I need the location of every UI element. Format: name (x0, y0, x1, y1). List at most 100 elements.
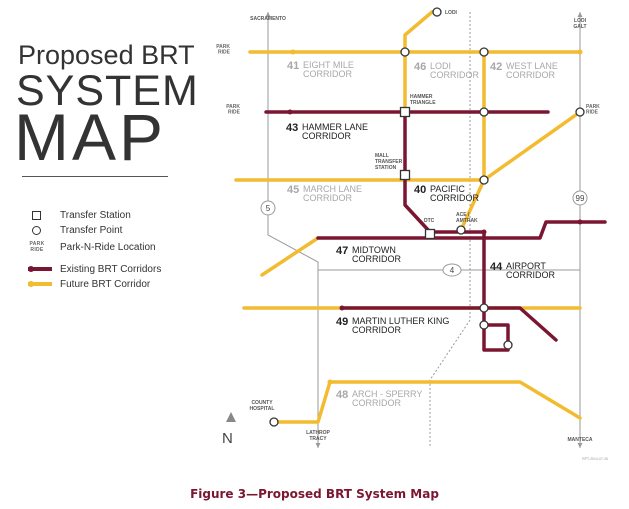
corridor-name: MARCH LANE (303, 184, 362, 194)
legend-transfer-point: Transfer Point (28, 223, 122, 237)
transfer-station-icon (32, 210, 41, 220)
transfer-point-icon (269, 417, 279, 427)
highway-shield-icon (442, 263, 462, 277)
corridor-name: PACIFIC (430, 184, 465, 194)
corridor-46-upper-line (403, 10, 434, 54)
transfer-point-icon (32, 225, 41, 235)
transfer-station-icon (399, 169, 411, 181)
direction-arrow (315, 443, 321, 448)
transfer-point-icon (432, 7, 442, 17)
corridor-name: MIDTOWN (352, 245, 396, 255)
corridor-name: MARTIN LUTHER KING (352, 316, 449, 326)
station-label: MALL (375, 153, 389, 159)
corridor-end-dot (577, 49, 583, 55)
corridor-number: 43 (286, 122, 298, 134)
legend-label: Existing BRT Corridors (60, 263, 162, 275)
corridor-number: 40 (414, 184, 426, 196)
park-ride-icon: PARK RIDE (29, 241, 45, 253)
corridor-name: HAMMER LANE (302, 122, 368, 132)
transfer-nodes: 5 4 99 (260, 7, 588, 427)
title-line-3: MAP (14, 100, 167, 174)
highway-shield-icon (572, 190, 588, 206)
highway-number: 99 (576, 194, 585, 203)
station-label: STATION (375, 165, 397, 171)
corridor-name: WEST LANE (506, 61, 558, 71)
corridor-number: 44 (490, 261, 503, 273)
place-label: HOSPITAL (250, 406, 275, 412)
corridor-44-line (482, 230, 510, 352)
corridor-end-dot (577, 219, 583, 225)
corridor-number: 41 (287, 60, 299, 72)
corridor-end-dot (339, 305, 345, 311)
station-label: TRIANGLE (410, 100, 436, 106)
figure-caption: Figure 3—Proposed BRT System Map (190, 487, 439, 501)
transfer-point-icon (456, 225, 466, 235)
highway-number: 4 (450, 266, 455, 275)
direction-arrow (577, 443, 583, 448)
corridor-number: 45 (287, 184, 299, 196)
station-label: AMTRAK (456, 218, 478, 224)
corridor-name: CORRIDOR (303, 193, 352, 203)
legend-label: Transfer Point (60, 224, 123, 236)
transfer-station-icon (424, 228, 436, 240)
title-line-1: Proposed BRT (18, 40, 195, 70)
corridor-name: CORRIDOR (430, 70, 479, 80)
corridor-name: LODI (430, 61, 451, 71)
corridor-name: ARCH - SPERRY (352, 389, 422, 399)
place-label: MANTECA (568, 437, 593, 443)
corridor-name: EIGHT MILE (303, 60, 354, 70)
corridor-end-dot (290, 49, 296, 55)
park-ride-label: PARK (216, 44, 230, 50)
legend-existing-corridor: Existing BRT Corridors (28, 262, 161, 276)
corridor-end-dot (481, 229, 487, 235)
i5-highway-line (267, 12, 319, 448)
highway-shield-icon (260, 200, 276, 216)
legend-park-ride: PARK RIDE Park-N-Ride Location (28, 240, 156, 254)
station-label: HAMMER (410, 94, 433, 100)
station-label: DTC (424, 218, 435, 224)
transfer-station-icon (399, 106, 411, 118)
corridor-name: CORRIDOR (302, 131, 351, 141)
corridor-name: CORRIDOR (352, 254, 401, 264)
park-ride-label: RIDE (218, 50, 231, 56)
corridor-number: 48 (336, 389, 348, 401)
legend-future-corridor: Future BRT Corridor (28, 277, 150, 291)
place-label: TRACY (309, 436, 327, 442)
corridor-47-line (316, 220, 607, 240)
corridor-end-dot (327, 379, 333, 385)
corridor-49-line (340, 306, 558, 342)
existing-corridor-lines (264, 109, 607, 352)
corridor-name: CORRIDOR (352, 325, 401, 335)
north-label: N (222, 430, 233, 447)
direction-arrow (265, 12, 271, 17)
corridor-name: AIRPORT (506, 261, 546, 271)
park-ride-label: PARK (226, 104, 240, 110)
corridor-name: CORRIDOR (506, 70, 555, 80)
transfer-point-icon (479, 107, 489, 117)
corridor-name: CORRIDOR (352, 398, 401, 408)
corridor-40-line (403, 110, 486, 234)
corridor-number: 46 (414, 61, 426, 73)
transfer-point-icon (479, 303, 489, 313)
corridor-48-line (272, 380, 582, 424)
legend-label: Future BRT Corridor (60, 278, 151, 290)
railroad-line (429, 12, 471, 448)
transfer-point-icon (503, 340, 513, 350)
north-arrow-icon (226, 412, 236, 422)
future-corridor-swatch (28, 281, 52, 287)
place-label: GALT (573, 24, 586, 30)
place-label: LODI (574, 18, 587, 24)
corridor-end-dot (287, 109, 293, 115)
transfer-point-icon (479, 47, 489, 57)
transfer-point-icon (479, 175, 489, 185)
park-ride-label: RIDE (586, 110, 599, 116)
transfer-point-icon (400, 47, 410, 57)
highway-number: 5 (266, 204, 271, 213)
direction-arrow (577, 12, 583, 17)
transfer-point-icon (479, 320, 489, 330)
corridor-47-west-line (260, 236, 320, 277)
existing-corridor-swatch (28, 266, 52, 272)
place-label: COUNTY (251, 400, 273, 406)
